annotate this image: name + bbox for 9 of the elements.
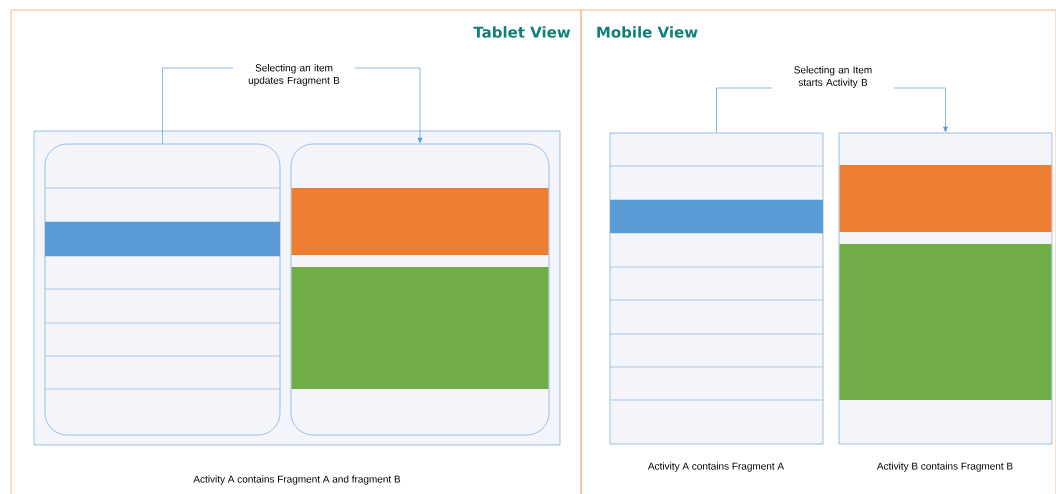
node-label: Activity A contains Fragment A and fragment B	[193, 475, 401, 485]
screen-box	[609, 132, 824, 445]
node-label: Activity B contains Fragment B	[876, 462, 1013, 472]
edge-label: Selecting an item updates Fragment B	[233, 62, 355, 88]
fragment-box	[290, 143, 550, 436]
edge-label: Selecting an Item starts Activity B	[772, 64, 894, 90]
screen-box	[838, 132, 1053, 445]
fragment-box	[44, 143, 281, 436]
node-label: Activity A contains Fragment A	[647, 462, 785, 472]
